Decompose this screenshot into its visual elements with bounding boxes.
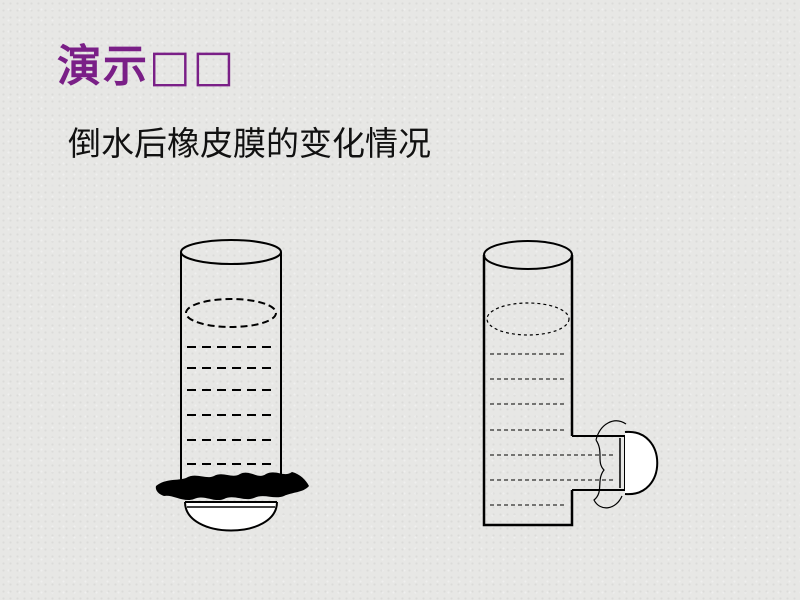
left-rubber-band bbox=[155, 472, 309, 501]
right-water-lines bbox=[490, 353, 614, 506]
slide-title: 演示□□ bbox=[57, 41, 237, 92]
right-tube-top-rim bbox=[483, 240, 573, 270]
left-water-lines bbox=[187, 346, 275, 465]
slide-subtitle: 倒水后橡皮膜的变化情况 bbox=[68, 124, 431, 163]
right-rubber-collar bbox=[593, 420, 627, 509]
right-water-surface bbox=[486, 302, 570, 336]
left-rubber-membrane-bulge bbox=[184, 501, 278, 532]
left-water-surface bbox=[185, 298, 277, 328]
right-rubber-membrane-bulge bbox=[624, 430, 659, 496]
left-tube-bottom-membrane bbox=[180, 239, 282, 532]
left-tube-top-rim bbox=[180, 239, 282, 265]
right-tube-side-membrane bbox=[482, 240, 659, 527]
